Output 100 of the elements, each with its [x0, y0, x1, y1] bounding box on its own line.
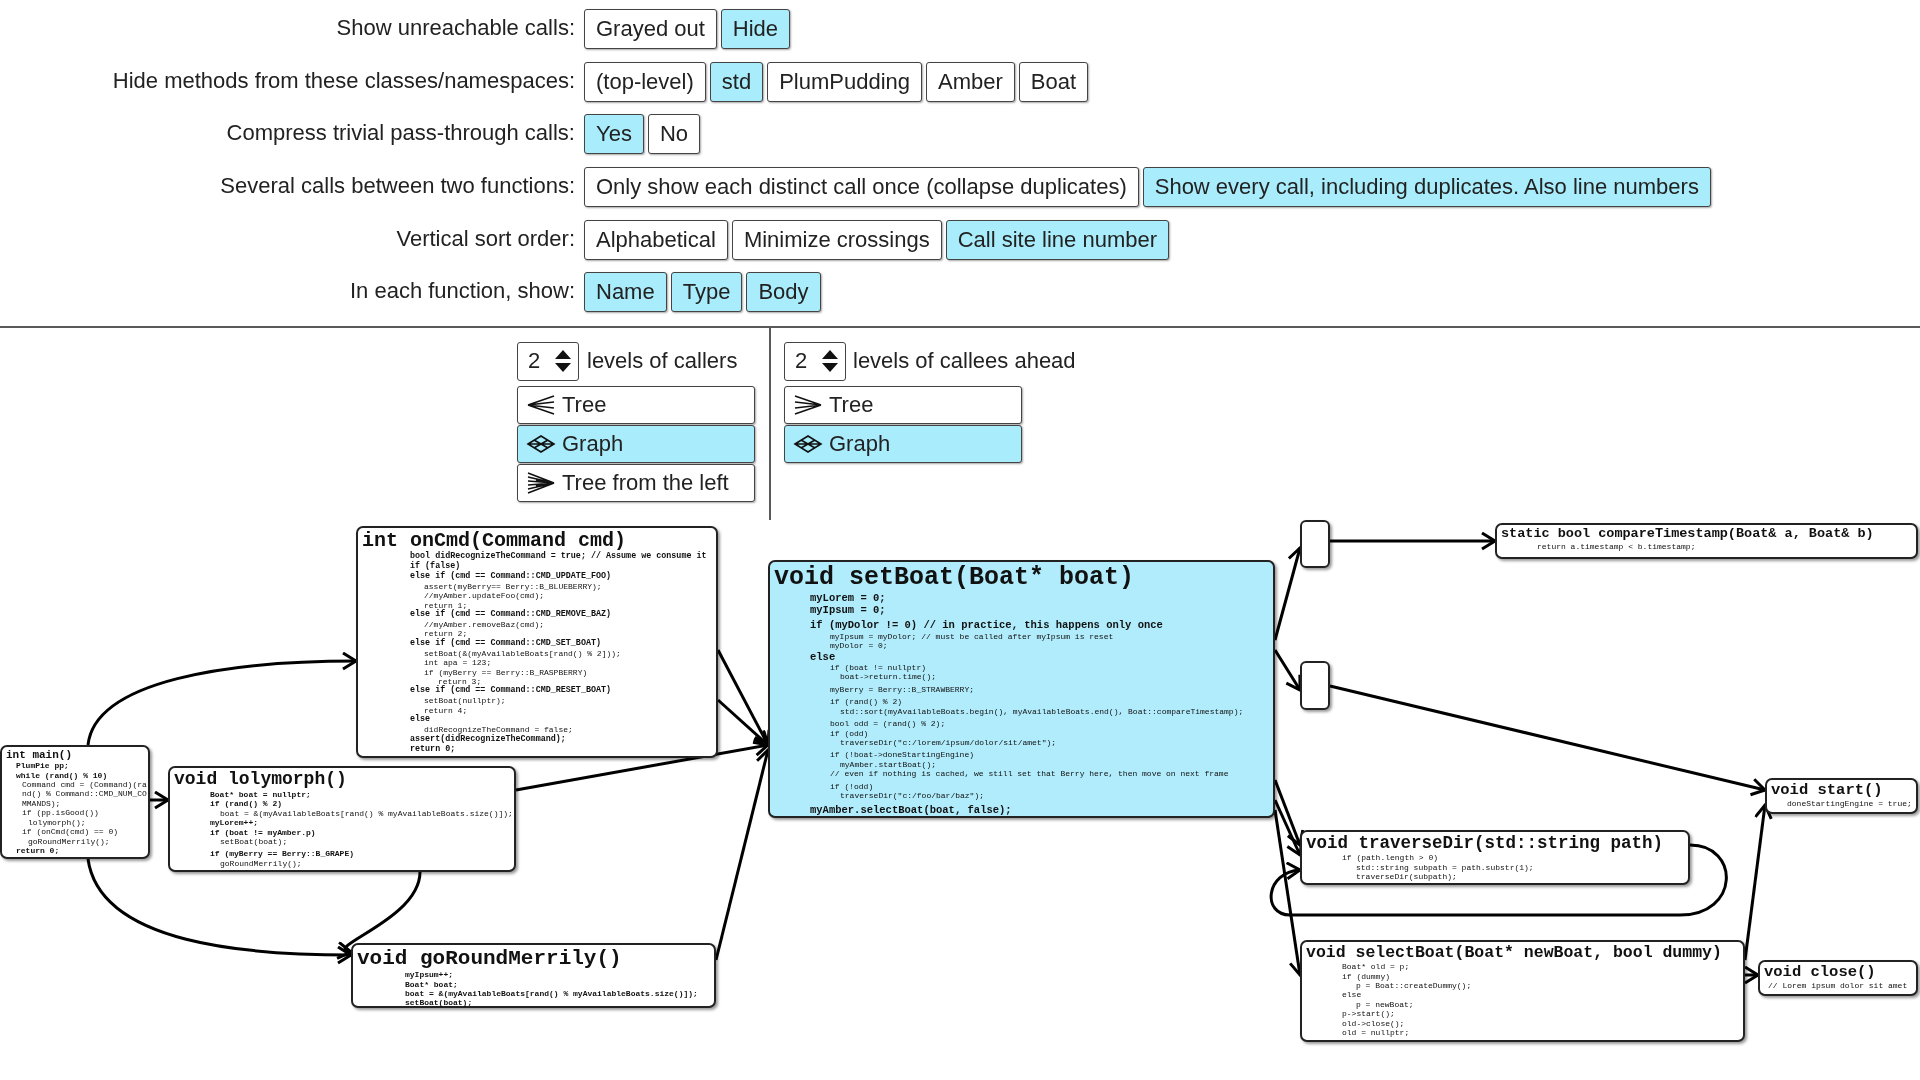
- function-signature: void selectBoat(Boat* newBoat, bool dummy): [1306, 944, 1722, 963]
- function-box: [1300, 940, 1745, 1042]
- code-line: return 0;: [410, 744, 456, 755]
- call-arrow: [1329, 684, 1767, 797]
- code-line: didRecognizeTheCommand = false;: [424, 725, 573, 735]
- view-mode-button: Graph: [517, 425, 755, 463]
- code-line: p = newBoat;: [1356, 999, 1414, 1010]
- code-line: myLorem++;: [210, 818, 258, 828]
- toggle-button: Hide: [720, 9, 791, 49]
- code-line: if (myBerry == Berry::B_GRAPE): [210, 849, 355, 859]
- setting-label: levels of callees ahead: [853, 348, 1076, 374]
- code-line: return a.timestamp < b.timestamp;: [1537, 541, 1696, 552]
- call-arrow: [717, 698, 770, 747]
- code-line: if (boat != myAmber.p): [210, 827, 316, 837]
- function-box: [1758, 960, 1918, 996]
- call-arrow: [1273, 779, 1305, 847]
- toggle-button: Show every call, including duplicates. Also line numbers: [1142, 167, 1711, 207]
- code-line: if (odd): [830, 728, 869, 738]
- code-line: if (myBerry == Berry::B_RASPBERRY): [424, 667, 588, 678]
- collapsed-call-box: [1300, 520, 1330, 568]
- function-box: [356, 526, 718, 758]
- code-line: if (rand() % 2): [830, 697, 902, 707]
- setting-label: levels of callers: [587, 348, 738, 374]
- code-line: if (path.length > 0): [1342, 853, 1438, 863]
- code-line: else: [1342, 990, 1362, 1000]
- code-line: assert(myBerry== Berry::B_BLUEBERRY);: [424, 581, 602, 592]
- code-line: traverseDir("c:/foo/bar/baz");: [840, 791, 985, 801]
- function-signature: int main(): [6, 749, 72, 762]
- function-box: [0, 745, 150, 859]
- function-signature: int onCmd(Command cmd): [362, 530, 627, 552]
- code-line: Command cmd = (Command)(rand() % Command::CMD_NUM_COMMANDS);: [22, 779, 148, 809]
- code-line: myDolor = 0;: [830, 641, 888, 651]
- code-line: if (false): [410, 561, 461, 571]
- function-signature: void lolymorph(): [174, 770, 347, 790]
- code-line: if (pp.isGood()): [22, 808, 100, 818]
- code-line: if (!boat->doneStartingEngine): [830, 750, 975, 760]
- code-line: Boat* boat;: [405, 979, 458, 989]
- code-line: myIpsum = 0;: [810, 603, 886, 617]
- code-line: traverseDir("c:/lorem/ipsum/dolor/sit/amet");: [840, 737, 1057, 748]
- toggle-button: Call site line number: [945, 220, 1169, 260]
- code-line: std::string subpath = path.substr(1);: [1356, 862, 1534, 873]
- toggle-button: Yes: [584, 114, 644, 154]
- code-line: myBerry = Berry::B_STRAWBERRY;: [830, 684, 975, 695]
- code-line: return 2;: [424, 629, 468, 639]
- code-line: myLorem = 0;: [810, 591, 886, 604]
- toggle-button: (top-level): [584, 62, 706, 102]
- setting-label: Hide methods from these classes/namespaces:: [112, 68, 575, 94]
- code-line: else if (cmd == Command::CMD_RESET_BOAT): [410, 686, 612, 697]
- function-signature: void close(): [1764, 964, 1876, 982]
- code-line: myIpsum = myDolor; // must be called after myIpsum is reset: [830, 631, 1114, 642]
- code-line: setBoat(nullptr);: [424, 696, 506, 706]
- view-mode-button: Tree: [517, 386, 755, 424]
- call-arrow: [86, 651, 358, 746]
- code-line: else if (cmd == Command::CMD_REMOVE_BAZ): [410, 610, 612, 620]
- code-line: p->start();: [1342, 1009, 1395, 1019]
- code-line: bool didRecognizeTheCommand = true; // Assume we consume it: [410, 552, 707, 561]
- code-line: else if (cmd == Command::CMD_UPDATE_FOO): [410, 571, 612, 582]
- function-signature: static bool compareTimestamp(Boat& a, Boat& b): [1501, 527, 1874, 542]
- toggle-button: Amber: [926, 62, 1015, 102]
- view-mode-button: Graph: [784, 425, 1022, 463]
- toggle-button: Body: [746, 272, 821, 312]
- call-arrow: [1743, 803, 1773, 961]
- code-line: //myAmber.removeBaz(cmd);: [424, 619, 545, 630]
- call-arrow: [1330, 531, 1497, 551]
- code-line: boat->return.time();: [840, 672, 936, 682]
- code-line: p = Boat::createDummy();: [1356, 981, 1472, 991]
- code-line: Boat* boat = nullptr;: [210, 789, 311, 800]
- call-arrow: [86, 858, 353, 965]
- function-signature: void goRoundMerrily(): [357, 947, 622, 971]
- code-line: // Lorem ipsum dolor sit amet: [1768, 981, 1908, 991]
- function-signature: void start(): [1771, 782, 1883, 800]
- code-line: if (!odd): [830, 781, 874, 792]
- setting-label: Show unreachable calls:: [336, 15, 575, 41]
- collapsed-call-box: [1300, 661, 1330, 710]
- code-line: if (dummy): [1342, 971, 1390, 981]
- code-line: traverseDir(subpath);: [1356, 872, 1457, 882]
- code-line: old->close();: [1342, 1018, 1405, 1029]
- function-box: [1765, 778, 1918, 814]
- code-line: lolymorph();: [28, 817, 87, 828]
- code-line: else if (cmd == Command::CMD_SET_BOAT): [410, 638, 601, 649]
- code-line: if (rand() % 2): [210, 799, 282, 809]
- toggle-button: Boat: [1018, 62, 1089, 102]
- function-box: [1495, 523, 1918, 559]
- code-line: if (onCmd(cmd) == 0): [22, 827, 119, 837]
- number-spinner: 2: [517, 342, 579, 381]
- code-line: Boat* old = p;: [1342, 962, 1410, 972]
- code-line: while (rand() % 10): [16, 770, 109, 780]
- code-line: int apa = 123;: [424, 658, 492, 668]
- function-box: [768, 560, 1275, 818]
- code-line: boat = &(myAvailableBoats[rand() % myAvailableBoats.size()]);: [220, 808, 513, 819]
- code-line: setBoat(boat);: [405, 998, 473, 1008]
- view-mode-button: Tree: [784, 386, 1022, 424]
- code-line: goRoundMerrily();: [220, 858, 302, 869]
- code-line: setBoat(boat);: [220, 837, 288, 847]
- code-line: doneStartingEngine = true;: [1787, 799, 1912, 809]
- code-line: else: [410, 715, 431, 726]
- setting-label: Several calls between two functions:: [220, 173, 575, 199]
- setting-label: Compress trivial pass-through calls:: [226, 120, 575, 146]
- setting-label: In each function, show:: [349, 278, 575, 304]
- code-line: return 1;: [424, 600, 468, 610]
